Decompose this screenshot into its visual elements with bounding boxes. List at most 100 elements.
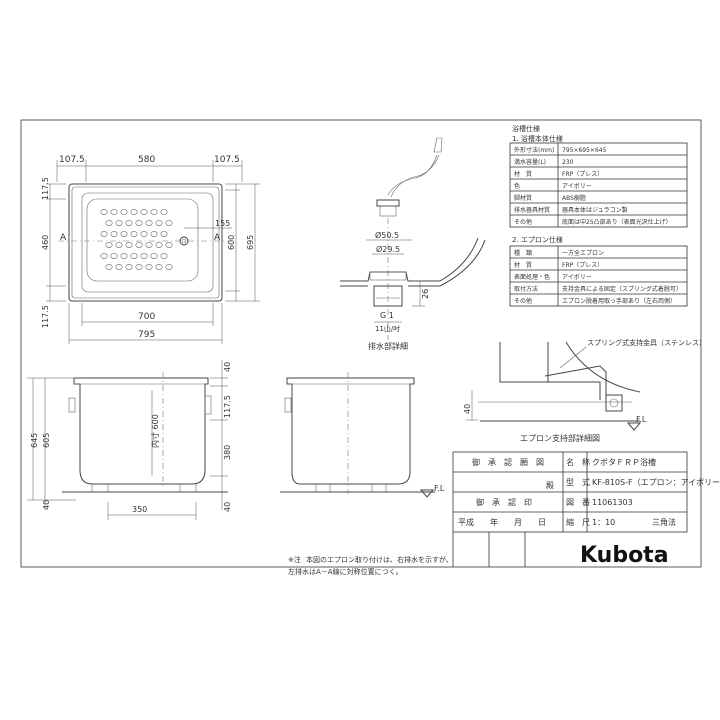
- apron-spec-row-label: 材 質: [514, 261, 532, 269]
- floor-bump: [105, 242, 113, 248]
- dim-155: 155: [215, 219, 230, 228]
- floor-bump: [110, 209, 118, 215]
- apron-spec-row-label: 取付方法: [514, 285, 538, 293]
- floor-bump: [120, 253, 128, 259]
- tb-drawing-no-label: 図 番: [566, 497, 590, 507]
- spec-row-value: 795×695×645: [562, 147, 607, 154]
- front-dim-40-bottom: 40: [42, 500, 51, 510]
- side-view: F.L: [280, 372, 445, 498]
- dim-left-1175-top: 117.5: [41, 177, 50, 200]
- spec-row-label: 排水器具材質: [514, 206, 550, 214]
- spec-row-value: FRP（プレス）: [562, 171, 603, 178]
- tb-name-value: クボタＦＲＰ浴槽: [592, 457, 656, 467]
- floor-bump: [135, 242, 143, 248]
- apron-dim-40: 40: [463, 404, 472, 414]
- tb-approval-label: 御 承 認 願 図: [472, 457, 544, 467]
- notes: ※注 本図のエプロン取り付けは、右排水を示すが、 左排水はA－A線に対称位置につ…: [288, 555, 453, 576]
- apron-fl: F.L: [636, 415, 647, 424]
- front-inner-depth: 内寸 600: [150, 414, 160, 448]
- tb-name-label: 名 称: [566, 457, 590, 467]
- title-block: 御 承 認 願 図 名 称 クボタＦＲＰ浴槽 殿 型 式 KF-810S-F（エ…: [452, 451, 720, 568]
- floor-bump: [130, 209, 138, 215]
- floor-bump: [165, 264, 173, 270]
- floor-bump: [120, 231, 128, 237]
- dim-top-1075-left: 107.5: [59, 155, 85, 165]
- side-fl: F.L: [434, 484, 445, 493]
- floor-bump: [105, 264, 113, 270]
- apron-spec-row-value: エプロン脱着用取っ手部あり（左右両側）: [562, 297, 676, 305]
- apron-spec-row-label: 表面処理・色: [514, 273, 550, 281]
- specs-section1-sub: 1. 浴槽本体仕様: [512, 134, 563, 143]
- floor-bump: [100, 253, 108, 259]
- tb-drawing-no-value: 11061303: [592, 498, 633, 507]
- spec-row-label: 材 質: [514, 170, 532, 178]
- specs-section2-sub: 2. エプロン仕様: [512, 235, 563, 244]
- dim-700: 700: [138, 312, 155, 322]
- front-dim-40-top: 40: [223, 362, 232, 372]
- floor-bump: [130, 253, 138, 259]
- spec-row-value: 230: [562, 159, 574, 166]
- tb-scale-value: 1：10: [592, 518, 615, 527]
- floor-bump: [160, 231, 168, 237]
- drain-detail-caption: 排水部詳細: [368, 341, 408, 351]
- spec-row-value: ABS樹脂: [562, 194, 586, 202]
- apron-detail: スプリング式支持金具（ステンレス） 40 F.L エプロン支持部詳細図: [463, 338, 706, 443]
- floor-bump: [130, 231, 138, 237]
- floor-bump: [110, 253, 118, 259]
- floor-bump: [155, 264, 163, 270]
- floor-bumps: [100, 209, 173, 270]
- dim-left-460: 460: [41, 235, 50, 250]
- dim-600: 600: [227, 235, 236, 250]
- floor-bump: [125, 220, 133, 226]
- drawing-border: [20, 119, 702, 568]
- dim-top-1075-right: 107.5: [214, 155, 240, 165]
- floor-bump: [100, 209, 108, 215]
- tb-approved-label: 御 承 認 印: [476, 497, 532, 507]
- front-dim-1175: 117.5: [223, 395, 232, 418]
- drain-thread: G 1: [380, 311, 394, 320]
- floor-bump: [120, 209, 128, 215]
- front-dim-380: 380: [223, 445, 232, 460]
- floor-bump: [135, 220, 143, 226]
- tb-to-label: 殿: [546, 481, 554, 490]
- tb-model-label: 型 式: [566, 477, 590, 487]
- section-mark-right: A: [214, 233, 221, 243]
- top-view: 107.5 580 107.5 A A 117.5 460 117.5: [41, 155, 260, 344]
- floor-bump: [145, 220, 153, 226]
- floor-bump: [165, 242, 173, 248]
- floor-bump: [115, 242, 123, 248]
- note-label: ※注: [288, 555, 301, 564]
- floor-bump: [135, 264, 143, 270]
- front-dim-350: 350: [132, 505, 147, 514]
- spec-row-value: 器具本体はジュラコン製: [562, 206, 628, 214]
- floor-bump: [160, 209, 168, 215]
- spec-row-value: アイボリー: [562, 182, 592, 190]
- tb-date-label: 平成 年 月 日: [458, 517, 546, 527]
- tb-projection: 三角法: [652, 517, 676, 527]
- floor-bump: [140, 231, 148, 237]
- spec-row-label: 色: [514, 182, 520, 190]
- note-line-1: 本図のエプロン取り付けは、右排水を示すが、: [306, 555, 453, 564]
- floor-bump: [165, 220, 173, 226]
- tb-scale-label: 縮 尺: [566, 517, 590, 527]
- floor-bump: [145, 264, 153, 270]
- drain-detail: Ø50.5 Ø29.5 26 G 1 11山/吋 排水部詳細: [340, 137, 486, 351]
- specs-table: 浴槽仕様 1. 浴槽本体仕様 外形寸法(mm)795×695×645満水容量(L…: [509, 124, 688, 307]
- floor-bump: [140, 253, 148, 259]
- floor-bump: [145, 242, 153, 248]
- spec-row-label: 外形寸法(mm): [514, 146, 554, 154]
- floor-bump: [150, 231, 158, 237]
- drain-thread-pitch: 11山/吋: [375, 324, 400, 333]
- kubota-logo: Kubota: [580, 543, 669, 568]
- note-line-2: 左排水はA－A線に対称位置につく。: [288, 567, 403, 576]
- section-mark-left: A: [60, 233, 67, 243]
- front-dim-605: 605: [42, 433, 51, 448]
- dim-795: 795: [138, 330, 155, 340]
- spec-row-label: 満水容量(L): [514, 158, 546, 166]
- floor-bump: [115, 264, 123, 270]
- front-view: 645 605 40 内寸 600 40 117.5 380 40 350: [27, 360, 232, 520]
- apron-spec-row-value: 一方全エプロン: [562, 249, 604, 257]
- dim-695: 695: [246, 235, 255, 250]
- floor-bump: [160, 253, 168, 259]
